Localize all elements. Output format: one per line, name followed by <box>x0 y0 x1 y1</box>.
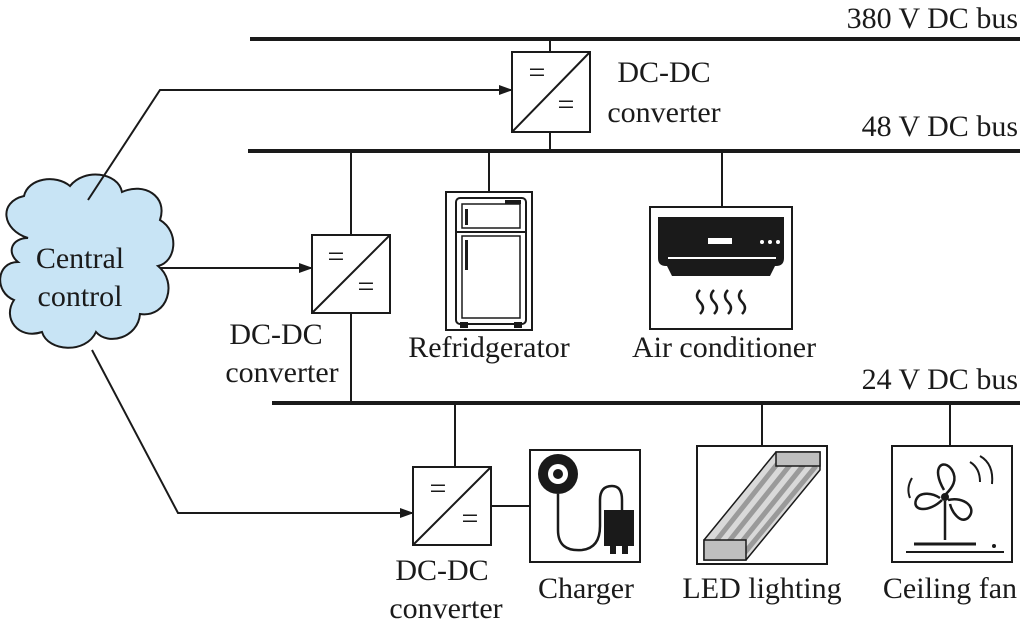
bus-24v-label: 24 V DC bus <box>862 363 1018 396</box>
air-conditioner-load: Air conditioner <box>632 151 816 364</box>
ceiling-fan-label: Ceiling fan <box>883 572 1017 605</box>
control-line-top <box>87 85 513 201</box>
led-lighting-load: LED lighting <box>682 403 842 605</box>
converter-bottom-label-1: DC-DC <box>395 554 488 587</box>
converter-middle-label-1: DC-DC <box>229 318 322 351</box>
refrigerator-load: Refridgerator <box>408 151 570 364</box>
converter-top-label-2: converter <box>607 96 720 129</box>
converter-middle-label-2: converter <box>225 356 338 389</box>
led-lighting-label: LED lighting <box>682 572 841 605</box>
converter-middle-symbol-out: = <box>358 270 375 303</box>
converter-bottom-symbol-out: = <box>462 502 479 535</box>
air-conditioner-icon <box>658 217 784 315</box>
ceiling-fan-icon <box>906 455 1004 553</box>
central-control-label-1: Central <box>36 242 124 275</box>
bus-24v: 24 V DC bus <box>272 363 1020 405</box>
converter-top-symbol-in: = <box>529 56 546 89</box>
air-conditioner-label: Air conditioner <box>632 331 816 364</box>
converter-top-symbol-out: = <box>558 88 575 121</box>
converter-top: = = DC-DC converter <box>511 39 721 151</box>
converter-middle-symbol-in: = <box>328 240 345 273</box>
converter-middle-diagonal <box>311 234 391 314</box>
central-control-label-2: control <box>38 280 123 313</box>
led-lighting-icon <box>703 451 821 561</box>
charger-icon <box>538 454 634 554</box>
control-line-bottom <box>91 349 414 518</box>
bus-48v-label: 48 V DC bus <box>862 110 1018 143</box>
converter-bottom: = = DC-DC converter <box>389 403 530 625</box>
refrigerator-icon <box>455 197 527 328</box>
converter-middle: = = DC-DC converter <box>225 151 391 403</box>
converter-bottom-label-2: converter <box>389 592 502 625</box>
refrigerator-label: Refridgerator <box>408 331 570 364</box>
ceiling-fan-load: Ceiling fan <box>883 403 1017 605</box>
converter-bottom-symbol-in: = <box>430 472 447 505</box>
charger-label: Charger <box>538 572 634 605</box>
cloud-shape <box>0 173 175 349</box>
charger-load: Charger <box>529 449 641 605</box>
bus-380v-label: 380 V DC bus <box>847 2 1018 35</box>
converter-bottom-diagonal <box>412 466 492 546</box>
central-control: Central control <box>0 173 175 349</box>
bus-48v: 48 V DC bus <box>248 110 1020 153</box>
bus-380v: 380 V DC bus <box>250 2 1020 41</box>
converter-top-label-1: DC-DC <box>617 56 710 89</box>
converter-top-diagonal <box>511 51 591 133</box>
refrigerator-frame <box>445 191 533 331</box>
